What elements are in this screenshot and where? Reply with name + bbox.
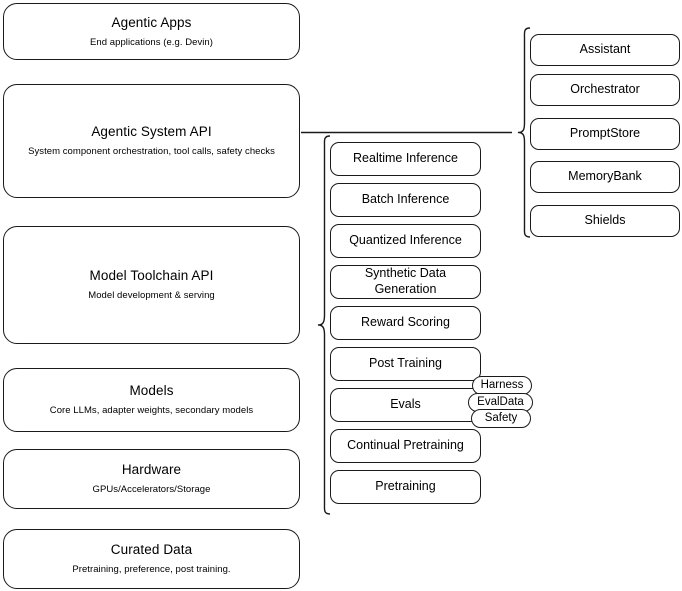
capability-synthetic-data-generation[interactable]: Synthetic Data Generation bbox=[330, 265, 481, 299]
capability-post-training[interactable]: Post Training bbox=[330, 347, 481, 381]
brace-system-components bbox=[517, 27, 531, 238]
capability-evals[interactable]: Evals bbox=[330, 388, 481, 422]
component-orchestrator[interactable]: Orchestrator bbox=[530, 74, 680, 106]
capability-continual-pretraining[interactable]: Continual Pretraining bbox=[330, 429, 481, 463]
layer-title: Model Toolchain API bbox=[89, 268, 214, 284]
layer-subtitle: Core LLMs, adapter weights, secondary mo… bbox=[49, 405, 254, 416]
capability-batch-inference[interactable]: Batch Inference bbox=[330, 183, 481, 217]
layer-title: Agentic System API bbox=[91, 124, 212, 140]
layer-models[interactable]: Models Core LLMs, adapter weights, secon… bbox=[3, 368, 300, 432]
component-memorybank[interactable]: MemoryBank bbox=[530, 161, 680, 193]
layer-agentic-system-api[interactable]: Agentic System API System component orch… bbox=[3, 84, 300, 198]
capability-realtime-inference[interactable]: Realtime Inference bbox=[330, 142, 481, 176]
capability-quantized-inference[interactable]: Quantized Inference bbox=[330, 224, 481, 258]
safety-badge[interactable]: Safety bbox=[471, 409, 531, 428]
layer-subtitle: Model development & serving bbox=[88, 290, 215, 301]
capability-pretraining[interactable]: Pretraining bbox=[330, 470, 481, 504]
layer-hardware[interactable]: Hardware GPUs/Accelerators/Storage bbox=[3, 449, 300, 509]
layer-title: Agentic Apps bbox=[111, 14, 192, 30]
layer-title: Models bbox=[129, 383, 174, 399]
layer-model-toolchain-api[interactable]: Model Toolchain API Model development & … bbox=[3, 226, 300, 344]
component-assistant[interactable]: Assistant bbox=[530, 34, 680, 66]
layer-subtitle: End applications (e.g. Devin) bbox=[90, 36, 213, 48]
layer-subtitle: Pretraining, preference, post training. bbox=[72, 564, 231, 575]
component-promptstore[interactable]: PromptStore bbox=[530, 118, 680, 150]
layer-curated-data[interactable]: Curated Data Pretraining, preference, po… bbox=[3, 529, 300, 589]
layer-title: Curated Data bbox=[110, 542, 193, 558]
layer-agentic-apps[interactable]: Agentic Apps End applications (e.g. Devi… bbox=[3, 3, 300, 60]
capability-reward-scoring[interactable]: Reward Scoring bbox=[330, 306, 481, 340]
layer-subtitle: GPUs/Accelerators/Storage bbox=[92, 484, 211, 495]
brace-toolchain-capabilities bbox=[317, 135, 331, 515]
component-shields[interactable]: Shields bbox=[530, 205, 680, 237]
layer-title: Hardware bbox=[121, 462, 182, 478]
layer-subtitle: System component orchestration, tool cal… bbox=[28, 146, 275, 157]
